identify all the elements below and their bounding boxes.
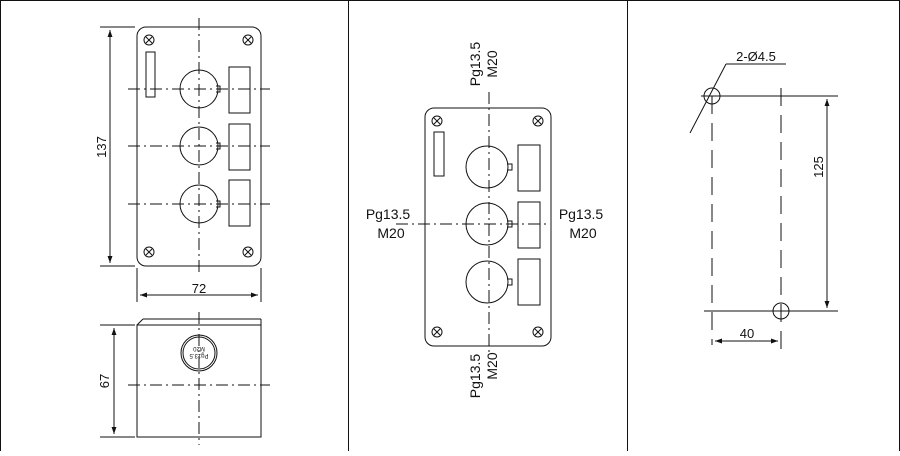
dimension-label-spacing: 125: [811, 156, 826, 178]
port-label-right-1: Pg13.5: [559, 206, 604, 222]
dimension-label-height: 137: [94, 136, 109, 158]
port-label-rotated-2: M20: [193, 345, 205, 351]
screw-top-right: [532, 115, 544, 127]
port-label-left-2: M20: [377, 225, 404, 241]
screw-bottom-left: [143, 246, 155, 258]
dimension-label-side-height: 67: [97, 374, 112, 388]
enclosure-outline: [424, 107, 552, 347]
enclosure-side-outline: [136, 324, 262, 438]
button-hole-3: [465, 260, 509, 304]
dimension-label-offset: 40: [740, 326, 754, 341]
label-frame-3: [228, 179, 251, 227]
screw-top-right: [242, 34, 254, 46]
label-frame-1: [517, 144, 541, 192]
button-hole-1: [465, 145, 509, 189]
button-hole-1: [179, 69, 219, 109]
port-label-right-2: M20: [569, 225, 596, 241]
screw-bottom-left: [431, 326, 443, 338]
panel-side-view: [100, 312, 270, 445]
label-frame-3: [517, 258, 541, 306]
port-label-top-2: M20: [484, 50, 500, 77]
port-label-bottom-1: Pg13.5: [467, 354, 483, 399]
port-label-rotated-1: Pg13.5: [189, 352, 209, 358]
hole-leader: [689, 63, 727, 134]
port-label-top-1: Pg13.5: [467, 42, 483, 87]
screw-bottom-right: [532, 326, 544, 338]
panel-mounting-holes: [689, 63, 838, 350]
panel-port-view: [396, 92, 552, 356]
port-label-left-1: Pg13.5: [366, 206, 411, 222]
hole-label: 2-Ø4.5: [736, 49, 776, 64]
dimension-label-width: 72: [192, 281, 206, 296]
label-frame-1: [228, 66, 251, 114]
port-label-bottom-2: M20: [484, 352, 500, 379]
screw-top-left: [431, 115, 443, 127]
label-slot: [145, 51, 156, 98]
cable-gland-port: [180, 334, 218, 372]
button-hole-2: [179, 126, 219, 166]
screw-top-left: [143, 34, 155, 46]
button-hole-2: [465, 202, 509, 246]
label-frame-2: [517, 201, 541, 249]
label-frame-2: [228, 123, 251, 171]
screw-bottom-right: [242, 246, 254, 258]
label-slot: [433, 131, 445, 177]
button-hole-3: [179, 184, 219, 224]
panel-front-view: [100, 18, 270, 302]
